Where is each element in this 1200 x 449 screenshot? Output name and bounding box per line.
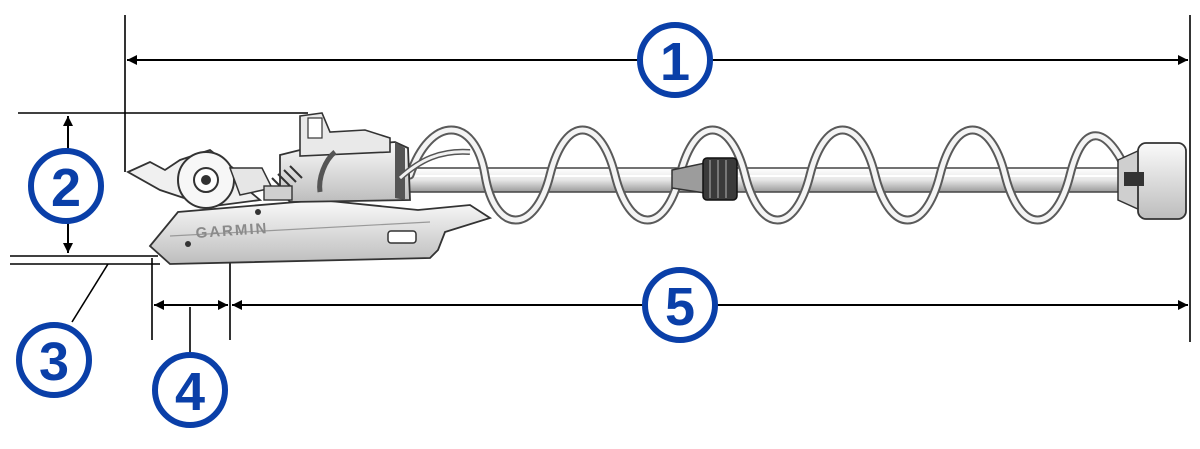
callout-4: 4 xyxy=(152,352,228,428)
svg-text:4: 4 xyxy=(175,362,205,422)
callout-5: 5 xyxy=(642,267,718,343)
cable-connector xyxy=(671,157,738,201)
mount-base-plate xyxy=(148,199,493,265)
extension-lines xyxy=(10,15,1191,342)
tension-spring xyxy=(271,165,303,191)
brand-logo: GARMIN xyxy=(195,220,269,242)
leader-line-3 xyxy=(71,263,109,323)
trolling-motor-illustration: GARMIN xyxy=(126,112,1187,265)
shaft-end-cap xyxy=(1117,142,1187,220)
svg-text:1: 1 xyxy=(660,32,690,92)
callout-1: 1 xyxy=(637,22,713,98)
svg-text:3: 3 xyxy=(39,332,69,392)
svg-text:5: 5 xyxy=(665,277,695,337)
svg-text:2: 2 xyxy=(51,158,81,218)
callout-3: 3 xyxy=(16,322,92,398)
callout-2: 2 xyxy=(28,148,104,224)
